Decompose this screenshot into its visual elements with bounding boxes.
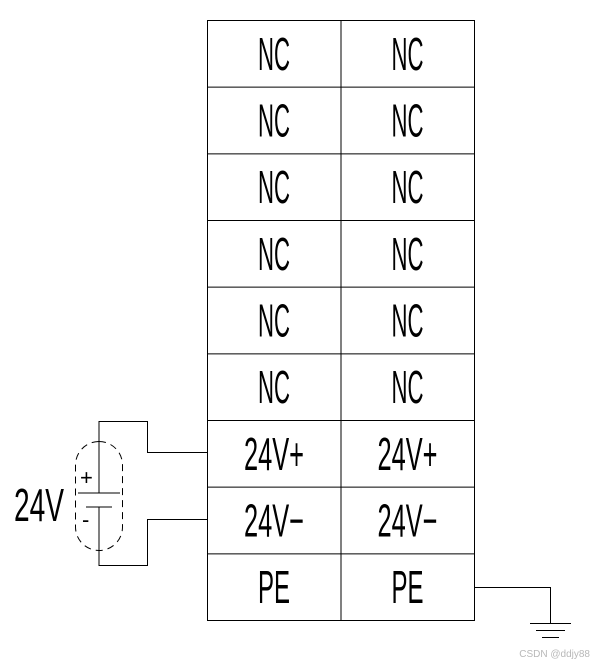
terminal-label-left: NC [258, 228, 290, 280]
wire-positive [98, 421, 208, 460]
terminal-label-left: 24V− [244, 495, 304, 547]
supply-voltage-label: 24V [14, 479, 64, 531]
terminal-labels: NC NC NC NC NC NC NC NC NC NC NC NC 24V+ 24V+ 24V− 24V−… [244, 28, 438, 613]
battery-minus-sign: - [82, 507, 89, 532]
terminal-row-dividers [207, 86, 475, 555]
terminal-label-left: NC [258, 295, 290, 347]
terminal-label-right: NC [392, 228, 424, 280]
terminal-label-right: NC [392, 161, 424, 213]
terminal-block: NC NC NC NC NC NC NC NC NC NC NC NC 24V+ 24V+ 24V− 24V−… [207, 20, 475, 621]
terminal-label-left: 24V+ [244, 428, 304, 480]
terminal-label-right: 24V+ [378, 428, 438, 480]
terminal-label-left: NC [258, 95, 290, 147]
watermark: CSDN @ddjy88 [519, 649, 590, 660]
wire-negative [98, 519, 208, 566]
wire-protective-earth [474, 587, 551, 623]
wiring [98, 421, 551, 623]
terminal-label-left: PE [258, 561, 290, 613]
terminal-label-right: 24V− [378, 495, 438, 547]
terminal-label-right: PE [392, 561, 424, 613]
battery-plus-sign: + [80, 465, 93, 490]
terminal-label-left: NC [258, 361, 290, 413]
ground-icon [530, 623, 571, 638]
terminal-label-right: NC [392, 95, 424, 147]
terminal-label-left: NC [258, 161, 290, 213]
terminal-label-right: NC [392, 28, 424, 80]
terminal-label-right: NC [392, 295, 424, 347]
terminal-label-right: NC [392, 361, 424, 413]
terminal-label-left: NC [258, 28, 290, 80]
power-supply: 24V + - [14, 441, 123, 551]
